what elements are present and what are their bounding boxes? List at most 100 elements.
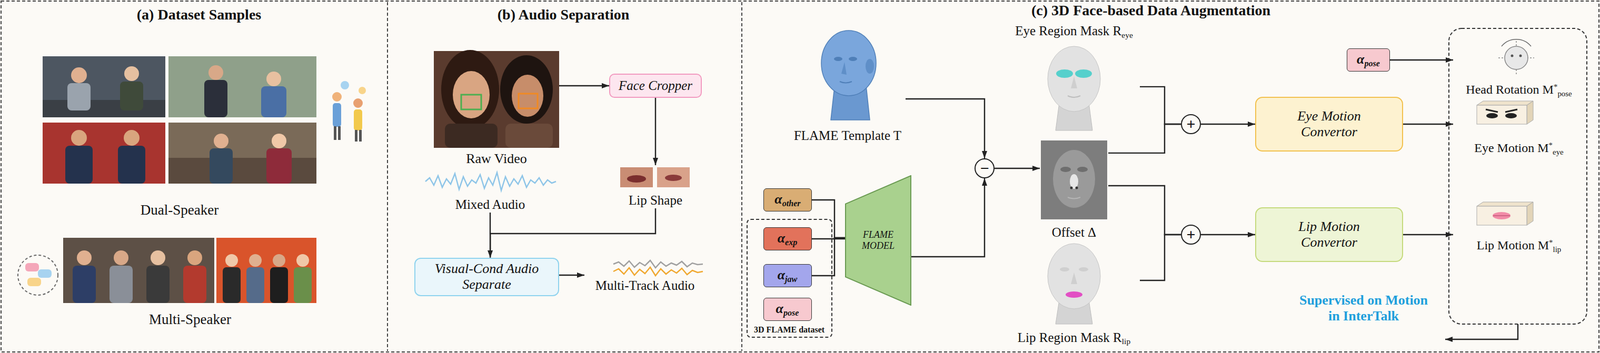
- node-label: lip: [1553, 245, 1562, 254]
- motion-output: Lip Motion M*lip: [1453, 199, 1585, 255]
- multi-speaker-photos: [150, 250, 166, 266]
- raw-video-frame: [433, 50, 560, 148]
- dual-speaker-photos: [123, 130, 140, 146]
- node-label: Face Cropper: [618, 78, 693, 93]
- lip-crops: [620, 167, 690, 188]
- node-label: exp: [784, 237, 798, 247]
- raw-video-frame: [441, 50, 500, 129]
- node-label: Visual-Cond Audio Separate: [434, 261, 540, 293]
- node-text: Lip Shape: [628, 193, 683, 209]
- eye-mask-head: [1056, 69, 1073, 78]
- dual-speaker-photos: [65, 145, 93, 184]
- eye-mask-head: [1047, 46, 1101, 131]
- node-text: αpose: [776, 301, 800, 318]
- connector: [1200, 123, 1256, 125]
- add-operator: +: [1180, 114, 1201, 135]
- connector: [490, 208, 656, 258]
- node-label: FLAME Template T: [793, 128, 902, 143]
- lip-mask-head: [1070, 272, 1078, 285]
- connector: [994, 167, 1040, 170]
- node-text: Lip Motion M*lip: [1476, 238, 1562, 255]
- group-chat-icon: [37, 269, 52, 278]
- node-label: Eye Motion Convertor: [1297, 108, 1361, 140]
- multi-speaker-photos: [72, 265, 96, 304]
- node-text: −: [979, 160, 989, 177]
- dual-speaker-photos: [266, 71, 282, 87]
- subtract-operator: −: [974, 158, 995, 179]
- group-chat-icon: [17, 255, 58, 296]
- lip-mask-head: [1078, 267, 1089, 272]
- people-icon: [353, 98, 363, 108]
- raw-video-frame: [500, 55, 553, 124]
- node-label: Head Rotation M: [1465, 82, 1554, 97]
- offset-map: [1067, 197, 1081, 200]
- parameter-box: αpose: [763, 297, 812, 322]
- node-text: αpose: [1356, 51, 1380, 69]
- connector: [559, 274, 585, 276]
- node-label: Multi-Track Audio: [595, 278, 695, 293]
- lip-crops: [627, 175, 647, 183]
- node-text: Mixed Audio: [455, 197, 526, 213]
- offset-map: Offset Δ: [1039, 139, 1109, 241]
- connector: [559, 85, 610, 87]
- connector: [654, 97, 657, 166]
- people-icon: [332, 92, 342, 102]
- lip-crops: [620, 167, 653, 188]
- panel-title: (a) Dataset Samples: [136, 6, 262, 24]
- group-chat-icon: [27, 277, 42, 287]
- eye-mask-head: [1067, 95, 1081, 98]
- flame-template-head: [839, 81, 852, 84]
- connector: [1389, 59, 1454, 61]
- flame-template-head: [865, 58, 874, 74]
- node-label: Offset Δ: [1051, 225, 1097, 240]
- flame-template-head: [848, 56, 858, 62]
- connector: [811, 237, 846, 276]
- flame-template-head: [833, 56, 843, 62]
- dual-speaker-photos: [42, 100, 166, 118]
- multi-track-waveforms: [613, 260, 703, 276]
- node-text: Offset Δ: [1051, 225, 1097, 241]
- multi-speaker-photos: [113, 250, 129, 266]
- node-text: Head Rotation M*pose: [1465, 82, 1572, 99]
- node-text: Lip Motion Convertor: [1276, 219, 1383, 251]
- video-frame: Raw Video: [433, 50, 560, 167]
- people-icon: [338, 126, 341, 141]
- node-text: FLAME MODEL: [857, 229, 900, 252]
- head-rotation-icon: [1498, 39, 1535, 75]
- dual-speaker-photos: [204, 80, 228, 118]
- multi-speaker-photos: [225, 254, 238, 267]
- multi-speaker-photos: [293, 267, 312, 304]
- connector: [1403, 123, 1454, 125]
- multi-track-waveforms: [613, 267, 703, 276]
- connector: [1200, 234, 1256, 236]
- flame-template-head: [821, 30, 877, 96]
- dual-speaker-photos: [213, 133, 229, 149]
- node-text: Face Cropper: [618, 78, 693, 94]
- node-label: Lip Motion M: [1476, 238, 1549, 253]
- motion-region: [1448, 28, 1587, 325]
- flame-template-head: [821, 30, 877, 121]
- offset-map: [1075, 186, 1079, 190]
- node-label: eye: [1552, 147, 1564, 157]
- multi-speaker-photos: [270, 267, 288, 304]
- node-label: +: [1186, 115, 1196, 133]
- multi-speaker-photos: [76, 250, 92, 266]
- eye-mask-head: [1070, 76, 1078, 89]
- parameter-box: αexp: [763, 227, 812, 251]
- node-label: jaw: [784, 274, 798, 284]
- eye-motion-icon: [1476, 101, 1534, 125]
- mixed-waveform: [425, 172, 556, 191]
- process-box: Lip Motion Convertor: [1255, 207, 1404, 263]
- model-block: FLAME MODEL: [845, 175, 912, 306]
- head-rotation-icon: [1501, 39, 1532, 47]
- panel-title: (b) Audio Separation: [497, 6, 630, 24]
- connector: [1139, 86, 1181, 125]
- connector: [489, 212, 491, 258]
- mask-head: Eye Region Mask Reye: [1008, 23, 1140, 135]
- raw-video-frame: [518, 93, 538, 109]
- connector: [911, 178, 985, 257]
- eye-motion-icon: [1476, 105, 1527, 125]
- multi-speaker-photos: [216, 237, 317, 304]
- lip-mask-head: [1065, 291, 1083, 298]
